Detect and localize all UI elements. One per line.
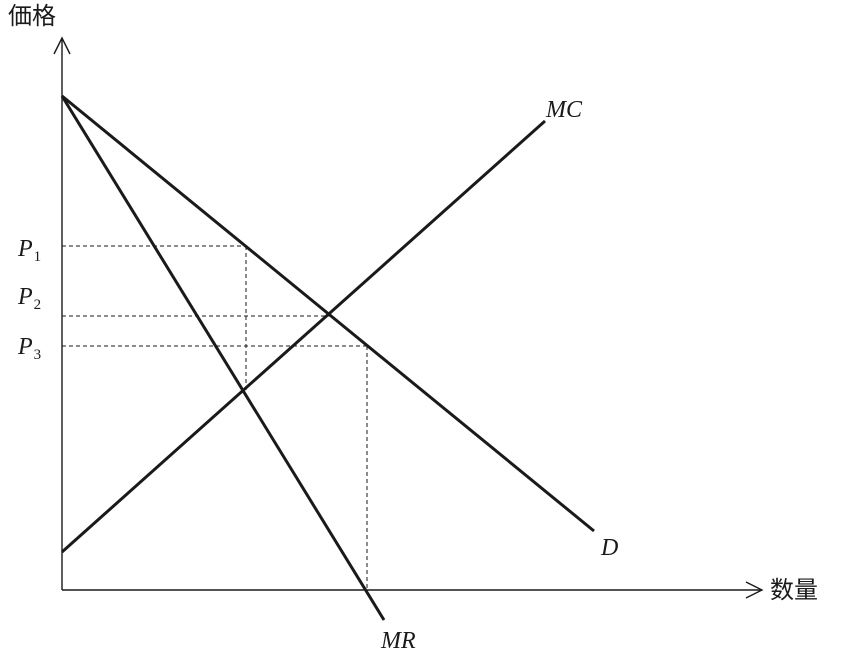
- d-label: D: [600, 535, 618, 561]
- p3-letter: P: [17, 334, 33, 360]
- p1-subscript: 1: [34, 249, 42, 265]
- y-axis-arrowhead: [53, 36, 71, 55]
- x-axis-label: 数量: [770, 576, 818, 604]
- p3-label: P3: [17, 334, 41, 363]
- marginal-cost-curve: [61, 119, 546, 554]
- mc-label: MC: [545, 97, 583, 123]
- p2-letter: P: [17, 284, 33, 310]
- y-axis-label: 価格: [8, 2, 56, 30]
- p2-label: P2: [17, 284, 41, 313]
- marginal-revenue-curve: [60, 95, 386, 621]
- mr-label: MR: [380, 628, 416, 654]
- p1-label: P1: [17, 236, 41, 265]
- p2-subscript: 2: [34, 297, 42, 313]
- x-axis-arrowhead: [745, 581, 764, 599]
- p3-subscript: 3: [34, 347, 42, 363]
- p1-letter: P: [17, 236, 33, 262]
